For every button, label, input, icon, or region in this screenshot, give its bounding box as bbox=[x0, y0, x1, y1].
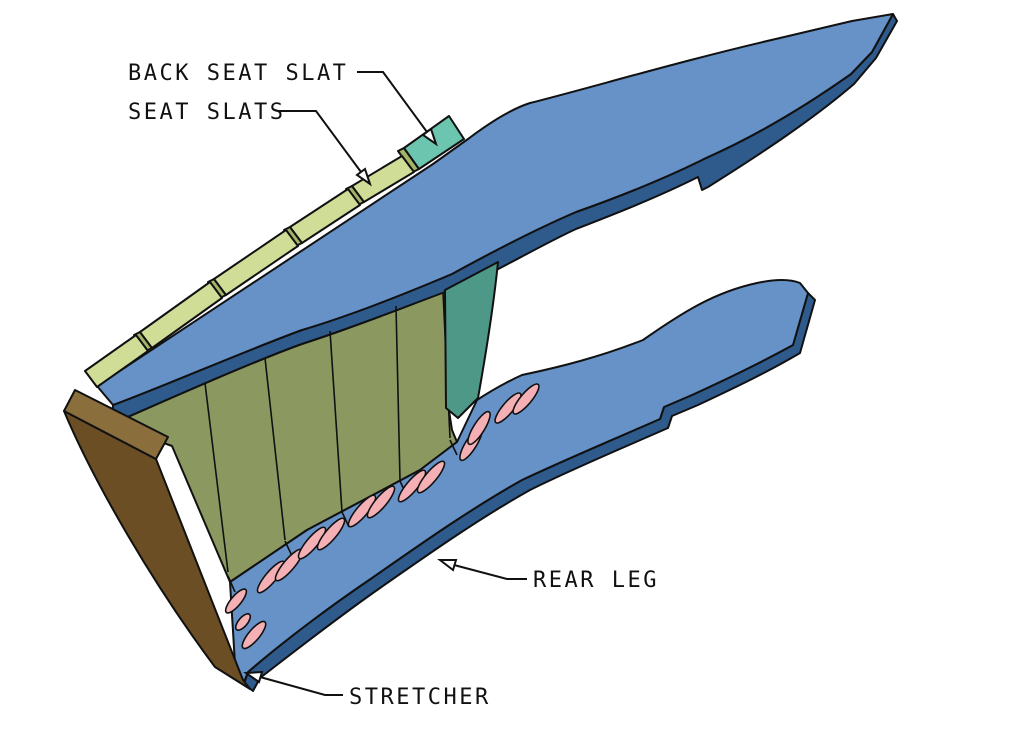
arrowhead-seat-slats bbox=[355, 167, 372, 187]
pocket-hole bbox=[241, 620, 267, 650]
back-seat-slat-underside bbox=[444, 261, 499, 419]
label-rear-leg: REAR LEG bbox=[533, 568, 659, 593]
pocket-hole bbox=[316, 517, 346, 551]
pocket-hole bbox=[224, 588, 248, 614]
pocket-hole bbox=[234, 613, 252, 631]
pocket-hole bbox=[366, 485, 396, 519]
seat-slat bbox=[213, 229, 299, 296]
leader-stretcher bbox=[259, 676, 343, 696]
slat-underside-divider bbox=[264, 357, 286, 541]
seat-slat bbox=[84, 334, 149, 388]
stretcher-front bbox=[63, 410, 251, 690]
slat-underside-divider bbox=[204, 382, 229, 573]
far-rear-leg bbox=[96, 13, 894, 406]
leader-seat-slats bbox=[278, 110, 362, 173]
seat-slat bbox=[289, 188, 361, 244]
pocket-holes bbox=[224, 383, 540, 650]
slat-underside-divider bbox=[395, 305, 401, 481]
slat-underside-divider bbox=[329, 330, 343, 513]
callouts: BACK SEAT SLAT SEAT SLATS REAR LEG STRET… bbox=[128, 61, 659, 710]
pocket-hole bbox=[347, 494, 377, 528]
pocket-hole bbox=[494, 392, 522, 424]
pocket-hole bbox=[397, 469, 427, 503]
leader-rear-leg bbox=[453, 564, 527, 580]
pocket-hole bbox=[416, 460, 446, 494]
stretcher-group bbox=[63, 389, 251, 690]
pocket-hole bbox=[467, 410, 491, 446]
stretcher-top bbox=[63, 389, 169, 460]
leader-back-seat-slat bbox=[357, 71, 428, 133]
label-stretcher: STRETCHER bbox=[349, 685, 491, 710]
near-rear-leg bbox=[229, 279, 809, 683]
label-seat-slats: SEAT SLATS bbox=[128, 100, 285, 125]
arrowhead-stretcher bbox=[243, 670, 264, 684]
label-back-seat-slat: BACK SEAT SLAT bbox=[128, 61, 348, 86]
arrowhead-rear-leg bbox=[437, 559, 458, 572]
arrowhead-back-seat-slat bbox=[421, 127, 438, 147]
pocket-hole bbox=[512, 383, 540, 415]
seat-slats-group bbox=[84, 115, 465, 388]
seat-slat bbox=[139, 281, 223, 349]
pocket-hole bbox=[297, 526, 327, 560]
seat-slat bbox=[351, 155, 415, 203]
